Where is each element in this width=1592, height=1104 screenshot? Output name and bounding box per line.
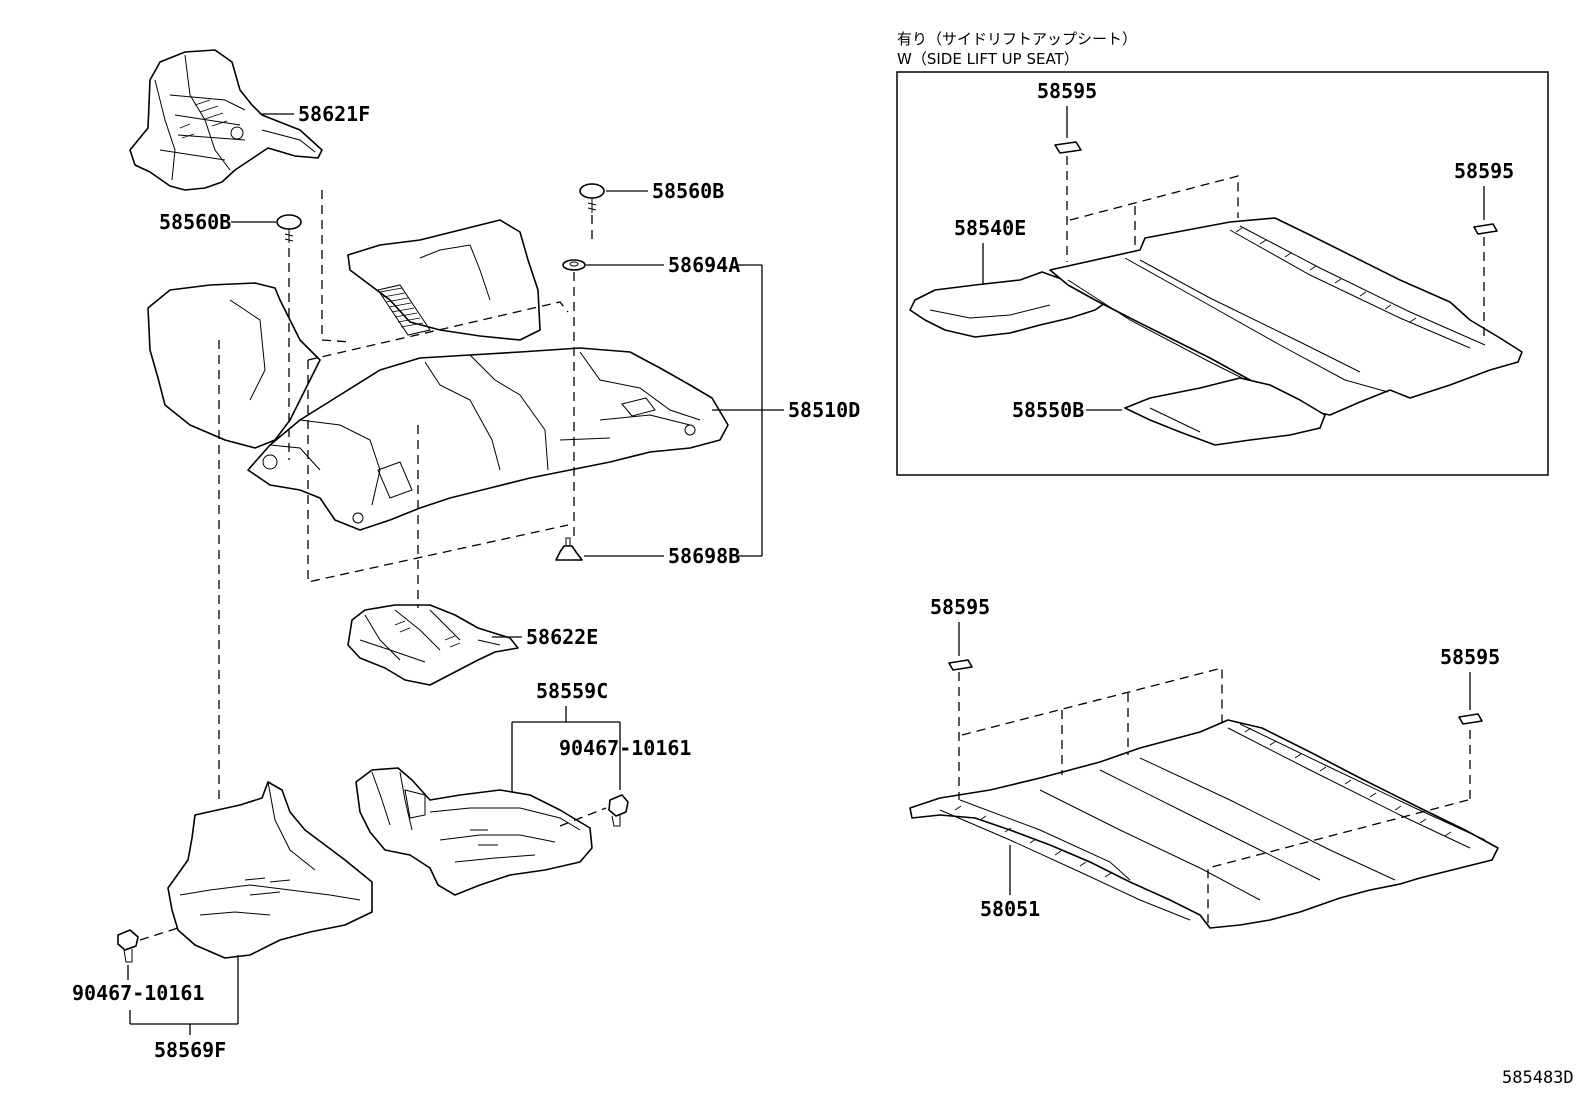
clip-58595-box-top-icon bbox=[1054, 141, 1082, 154]
part-58051-illustration bbox=[909, 719, 1499, 929]
label-58622E: 58622E bbox=[526, 625, 598, 649]
label-58595-lower-right: 58595 bbox=[1440, 645, 1500, 669]
part-floor-split-illustration bbox=[1049, 217, 1523, 416]
label-58698B: 58698B bbox=[668, 544, 740, 568]
clip-58560B-left-icon bbox=[276, 214, 302, 243]
label-58559C: 58559C bbox=[536, 679, 608, 703]
label-58560B-left: 58560B bbox=[159, 210, 231, 234]
option-box bbox=[896, 71, 1549, 476]
part-58550B-illustration bbox=[1124, 377, 1326, 446]
clip-90467-right-icon bbox=[608, 794, 629, 827]
part-58621F-illustration bbox=[129, 49, 323, 191]
clip-58595-box-right-icon bbox=[1473, 223, 1498, 235]
clip-58595-lower-left-icon bbox=[948, 659, 973, 671]
label-58540E: 58540E bbox=[954, 216, 1026, 240]
label-58510D: 58510D bbox=[788, 398, 860, 422]
fastener-58698B-icon bbox=[555, 537, 583, 561]
label-58051: 58051 bbox=[980, 897, 1040, 921]
label-58595-box-top: 58595 bbox=[1037, 79, 1097, 103]
part-58569F-illustration bbox=[167, 781, 373, 959]
part-58540E-illustration bbox=[909, 271, 1106, 338]
label-58694A: 58694A bbox=[668, 253, 740, 277]
label-58595-box-right: 58595 bbox=[1454, 159, 1514, 183]
clip-58595-lower-right-icon bbox=[1458, 713, 1483, 725]
label-58595-lower-left: 58595 bbox=[930, 595, 990, 619]
label-58621F: 58621F bbox=[298, 102, 370, 126]
part-58559C-illustration bbox=[355, 767, 593, 896]
label-90467-left: 90467-10161 bbox=[72, 981, 204, 1005]
label-58560B-right: 58560B bbox=[652, 179, 724, 203]
option-header-en: W（SIDE LIFT UP SEAT） bbox=[897, 50, 1079, 68]
clip-58560B-right-icon bbox=[579, 183, 605, 213]
option-header-jp: 有り（サイドリフトアップシート） bbox=[897, 30, 1137, 48]
diagram-reference-code: 585483D bbox=[1502, 1068, 1574, 1088]
part-58622E-illustration bbox=[347, 604, 519, 686]
label-58569F: 58569F bbox=[154, 1038, 226, 1062]
part-58510D-illustration bbox=[147, 219, 729, 531]
clip-90467-left-icon bbox=[117, 929, 139, 963]
label-90467-right: 90467-10161 bbox=[559, 736, 691, 760]
grommet-58694A-icon bbox=[562, 259, 586, 271]
label-58550B: 58550B bbox=[1012, 398, 1084, 422]
